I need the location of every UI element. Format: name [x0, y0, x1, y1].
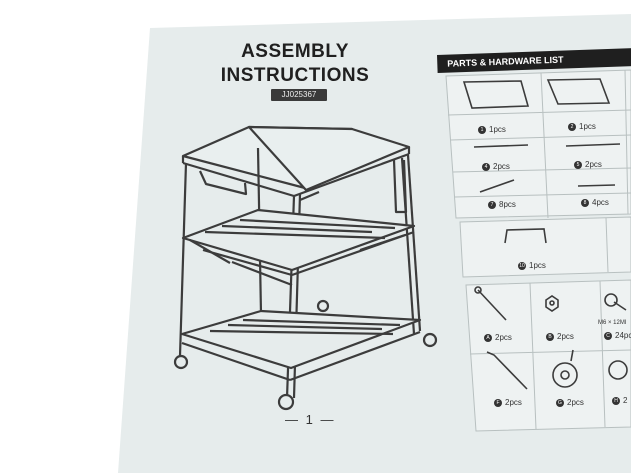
title-line-2: INSTRUCTIONS [220, 65, 370, 86]
cart-illustration [173, 125, 438, 411]
page-number: — 1 — [285, 412, 336, 427]
page-title: ASSEMBLY INSTRUCTIONS [205, 40, 385, 88]
model-number-badge: JJ025367 [271, 89, 327, 101]
title-line-1: ASSEMBLY [241, 41, 349, 62]
part-drawings [462, 78, 628, 390]
hardware-spec: M6 × 12MI [598, 320, 627, 326]
parts-grid [445, 69, 631, 432]
